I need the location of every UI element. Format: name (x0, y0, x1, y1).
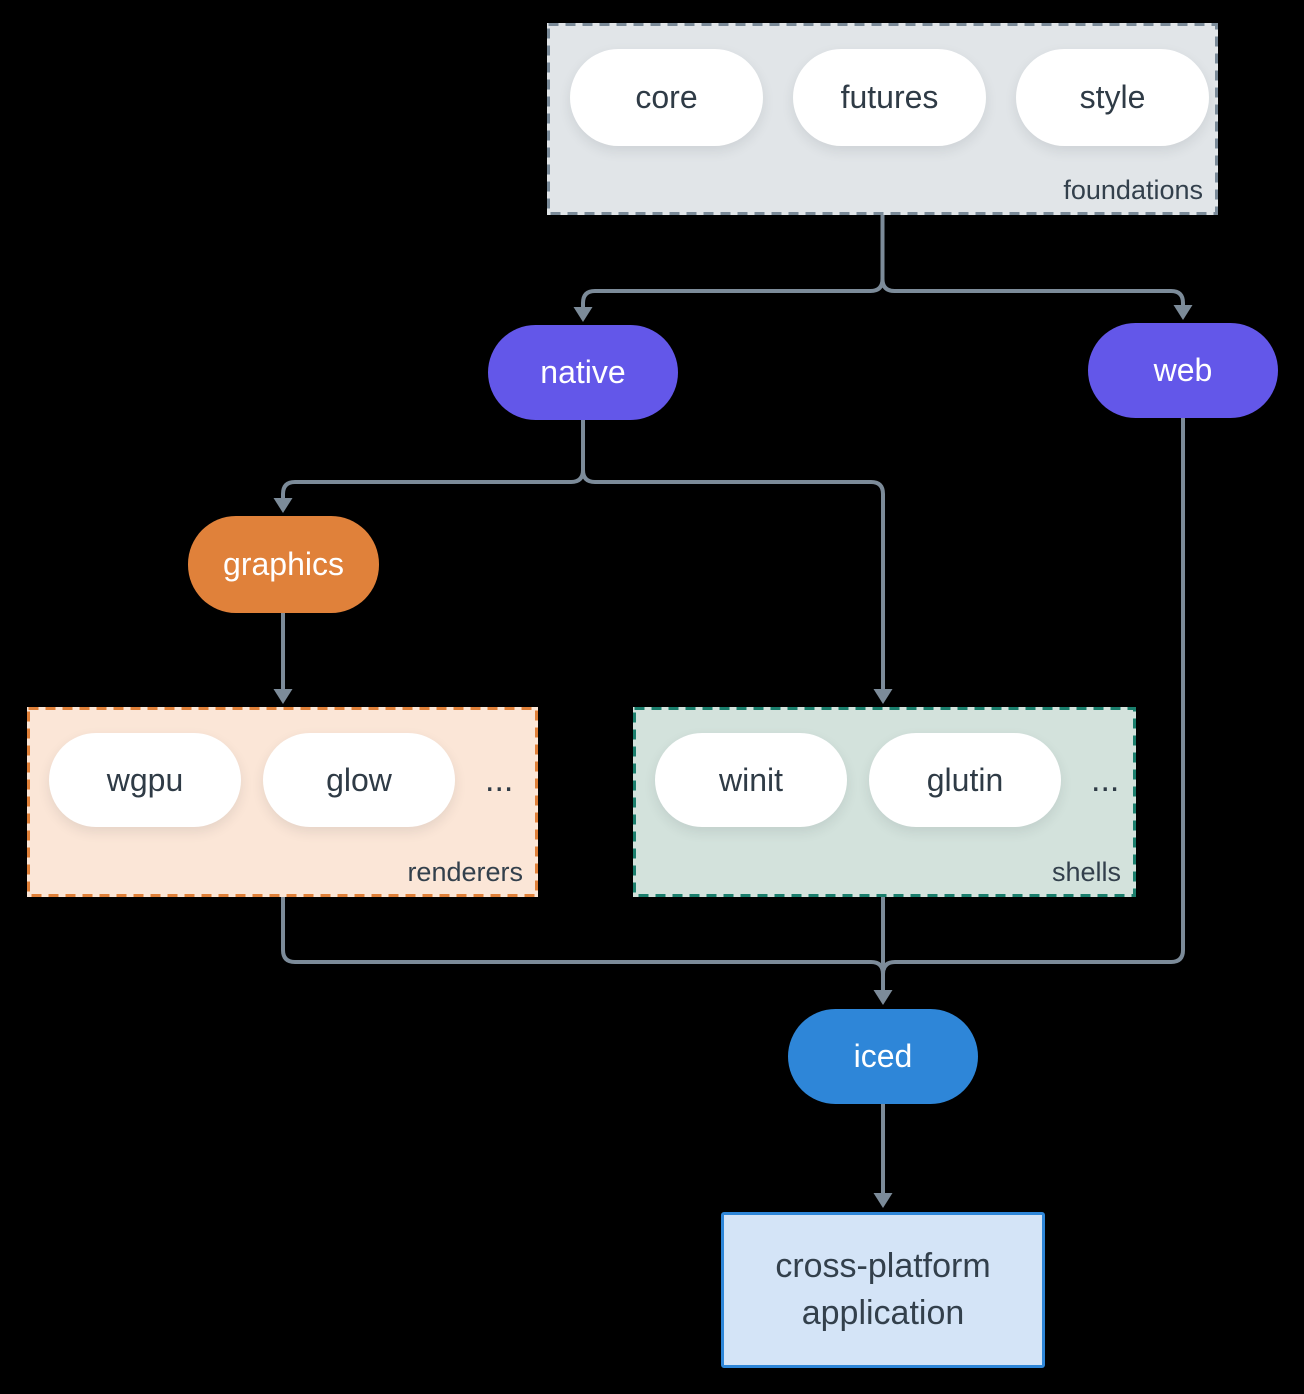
arrowhead-native (573, 307, 593, 322)
arrowhead-shells (873, 689, 893, 704)
renderers-pill-row: wgpu glow ... (27, 707, 538, 827)
edge-foundations-web (880, 215, 1185, 305)
node-cross-platform-application: cross-platform application (721, 1212, 1045, 1368)
node-wgpu: wgpu (49, 733, 241, 827)
arrowhead-iced (873, 990, 893, 1005)
shells-label: shells (1051, 857, 1121, 887)
foundations-label: foundations (1063, 175, 1203, 205)
node-graphics: graphics (188, 516, 379, 613)
arrowhead-application (873, 1193, 893, 1208)
group-foundations: core futures style foundations (547, 23, 1218, 215)
arrowhead-web (1173, 305, 1193, 320)
foundations-pill-row: core futures style (547, 23, 1218, 146)
edge-renderers-iced (281, 897, 885, 975)
node-futures: futures (793, 49, 986, 146)
shells-ellipsis: ... (1091, 761, 1120, 799)
edge-foundations-native (581, 215, 885, 307)
arrowhead-renderers (273, 689, 293, 704)
node-glutin: glutin (869, 733, 1061, 827)
node-iced: iced (788, 1009, 978, 1104)
edge-native-shells (581, 420, 885, 689)
group-renderers: wgpu glow ... renderers (27, 707, 538, 897)
node-style: style (1016, 49, 1209, 146)
renderers-ellipsis: ... (485, 761, 514, 799)
node-web: web (1088, 323, 1278, 418)
shells-pill-row: winit glutin ... (633, 707, 1136, 827)
node-winit: winit (655, 733, 847, 827)
arrowhead-graphics (273, 498, 293, 513)
group-shells: winit glutin ... shells (633, 707, 1136, 897)
edge-native-graphics (281, 420, 585, 498)
node-core: core (570, 49, 763, 146)
node-glow: glow (263, 733, 455, 827)
renderers-label: renderers (407, 857, 523, 887)
node-native: native (488, 325, 678, 420)
